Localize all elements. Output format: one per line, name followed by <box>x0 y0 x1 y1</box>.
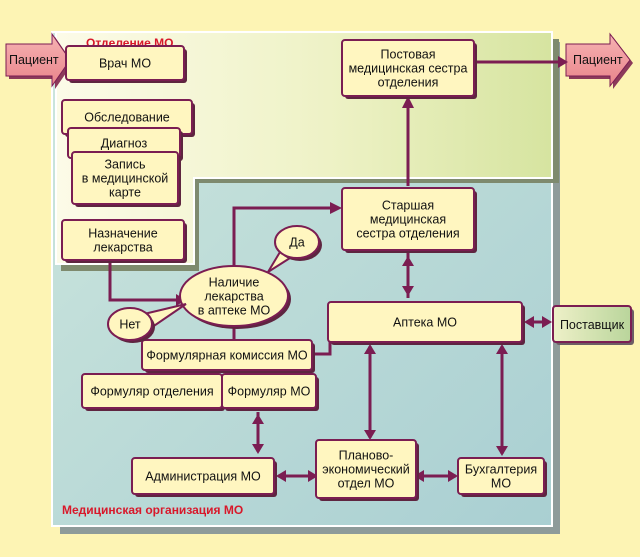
ward-nurse-box-text-line: Постовая <box>381 48 436 62</box>
administration-box-text-line: Администрация МО <box>145 470 261 484</box>
planning-box-text-line: экономический <box>322 463 410 477</box>
doctor-box-text-line: Врач МО <box>99 57 151 71</box>
accounting-box-body <box>457 457 545 495</box>
formulary-mo-box: Формуляр МО <box>221 373 319 411</box>
arrowhead-accounting <box>448 470 458 482</box>
planning-box-text-line: Планово- <box>339 449 394 463</box>
arrowhead-pharmacy-right <box>524 316 534 328</box>
doctor-box: Врач МО <box>65 45 187 83</box>
record-box-text-line: карте <box>109 186 141 200</box>
diagnosis-box-text-line: Диагноз <box>101 137 148 151</box>
no-bubble-body <box>107 307 153 341</box>
accounting-box-text-line: Бухгалтерия <box>465 463 537 477</box>
arrowhead-accounting-up <box>496 446 508 456</box>
supplier-box: Поставщик <box>552 305 634 345</box>
formulary-department-box-text-line: Формуляр отделения <box>90 385 213 399</box>
prescription-box-text-line: лекарства <box>93 241 152 255</box>
head-nurse-box-text-line: Старшая <box>382 199 434 213</box>
formulary-mo-box-body <box>221 373 317 409</box>
prescription-box-body <box>61 219 185 261</box>
arrowhead-head-left <box>330 202 342 214</box>
connector-commission-to-pharmacy <box>314 340 332 356</box>
doctor-box-body <box>65 45 185 81</box>
arrowhead-planning-up <box>364 430 376 440</box>
no-bubble: Нет <box>107 303 187 343</box>
availability-ellipse-text-line: Наличие <box>209 276 260 290</box>
no-bubble-text-line: Нет <box>119 318 141 332</box>
arrowhead-pharmacy-up <box>402 286 414 296</box>
pharmacy-box: Аптека МО <box>327 301 525 345</box>
pharmacy-box-text-line: Аптека МО <box>393 316 457 330</box>
head-nurse-box-text-line: сестра отделения <box>356 227 459 241</box>
formulary-mo-box-text-line: Формуляр МО <box>228 385 311 399</box>
record-box-text-line: в медицинской <box>82 172 169 186</box>
examination-box-text-line: Обследование <box>84 111 170 125</box>
yes-bubble: Да <box>267 225 322 273</box>
patient-in-arrow: Пациент <box>5 32 73 89</box>
yes-bubble-text-line: Да <box>289 236 304 250</box>
record-box-body <box>71 151 179 205</box>
arrowhead-pharmacy-right-up <box>496 344 508 354</box>
connector-prescription-to-availability <box>108 256 180 302</box>
arrowhead-planning-right <box>308 470 318 482</box>
administration-box-body <box>131 457 275 495</box>
availability-ellipse-body <box>179 265 289 327</box>
arrowhead-ward <box>402 96 414 108</box>
arrowhead-supplier-left <box>542 316 552 328</box>
planning-box-body <box>315 439 417 499</box>
planning-box-text-line: отдел МО <box>338 477 395 491</box>
connector-availability-to-head <box>232 206 336 268</box>
prescription-box-text-line: Назначение <box>88 227 158 241</box>
organization-label: Медицинская организация МО <box>62 503 243 517</box>
arrowhead-admin-down <box>252 444 264 454</box>
ward-nurse-box-body <box>341 39 475 97</box>
formulary-commission-box-body <box>141 339 313 371</box>
availability-ellipse-text-line: в аптеке МО <box>198 304 271 318</box>
availability-ellipse-text-line: лекарства <box>204 290 263 304</box>
arrowhead-admin-left <box>276 470 286 482</box>
formulary-department-box: Формуляр отделения <box>81 373 225 411</box>
record-box-text-line: Запись <box>104 158 145 172</box>
formulary-commission-box-text-line: Формулярная комиссия МО <box>146 349 308 363</box>
arrowhead-formulary-up <box>252 414 264 424</box>
accounting-box-text-line: МО <box>491 477 511 491</box>
patient-out-arrow: Пациент <box>565 32 633 89</box>
formulary-commission-box: Формулярная комиссия МО <box>141 339 315 373</box>
arrowhead-patient-out <box>558 56 568 68</box>
patient-in-label: Пациент <box>9 53 59 67</box>
patient-out-label: Пациент <box>573 53 623 67</box>
head-nurse-box-body <box>341 187 475 251</box>
ward-nurse-box-text-line: отделения <box>378 76 439 90</box>
administration-box: Администрация МО <box>131 457 277 497</box>
head-nurse-box-text-line: медицинская <box>370 213 446 227</box>
arrowhead-pharmacy-left-up <box>364 344 376 354</box>
arrowhead-head-down <box>402 256 414 266</box>
supplier-label: Поставщик <box>560 318 625 332</box>
yes-bubble-body <box>274 225 320 259</box>
pharmacy-box-body <box>327 301 523 343</box>
ward-nurse-box-text-line: медицинская сестра <box>349 62 468 76</box>
